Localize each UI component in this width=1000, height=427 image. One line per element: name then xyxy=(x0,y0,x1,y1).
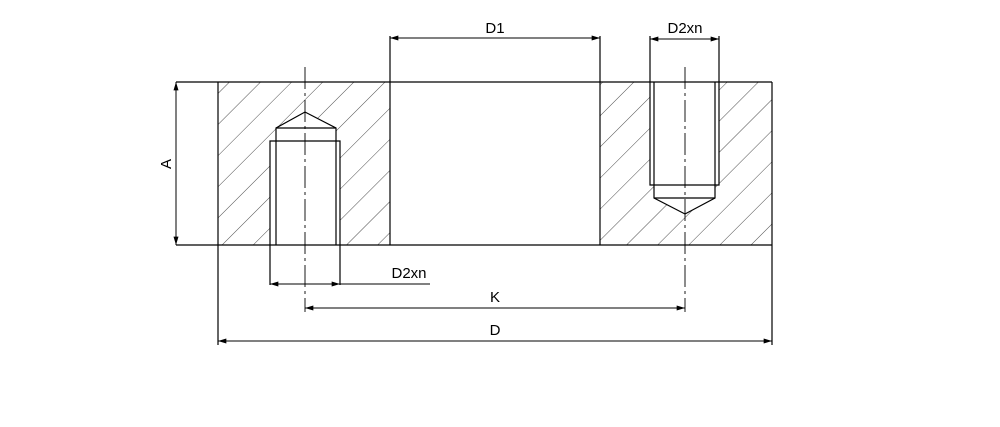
label-k: K xyxy=(490,289,500,306)
label-a: A xyxy=(158,159,175,169)
label-d2xn-bottom: D2xn xyxy=(391,265,426,282)
label-d1: D1 xyxy=(485,20,504,37)
label-d2xn-top: D2xn xyxy=(667,20,702,37)
label-d: D xyxy=(490,322,501,339)
right-threaded-hole xyxy=(649,36,720,215)
hatched-section-right xyxy=(600,82,772,245)
hatched-section-left xyxy=(218,82,390,245)
